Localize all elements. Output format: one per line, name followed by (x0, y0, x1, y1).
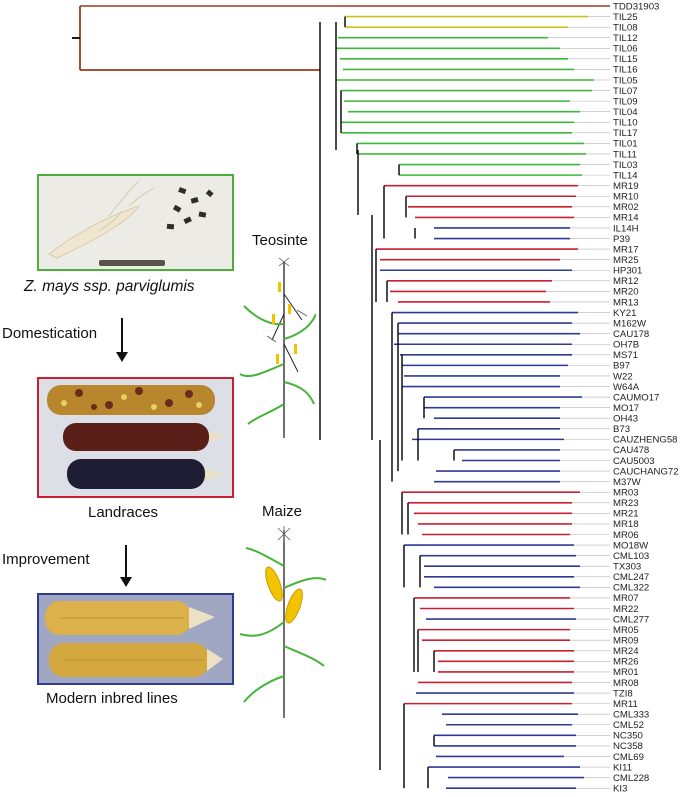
tip-label-b97: B97 (613, 361, 630, 372)
tip-label-nc350: NC350 (613, 731, 643, 742)
landraces-photo (37, 377, 234, 498)
tip-label-mo17: MO17 (613, 403, 639, 414)
tip-label-mr23: MR23 (613, 498, 639, 509)
tip-label-ki11: KI11 (613, 762, 632, 773)
tip-label-cml322: CML322 (613, 583, 649, 594)
tip-label-mr01: MR01 (613, 667, 639, 678)
tip-label-til04: TIL04 (613, 107, 638, 118)
tip-label-mr02: MR02 (613, 202, 639, 213)
tip-label-til14: TIL14 (613, 170, 638, 181)
tip-label-til03: TIL03 (613, 160, 638, 171)
tip-label-cml228: CML228 (613, 773, 649, 784)
species-subspecies-text: ssp. parviglumis (83, 278, 195, 295)
tip-label-cauzheng58: CAUZHENG58 (613, 435, 678, 446)
tip-label-cau178: CAU178 (613, 329, 649, 340)
tip-label-mr17: MR17 (613, 244, 639, 255)
tip-label-til08: TIL08 (613, 22, 638, 33)
tip-label-mr11: MR11 (613, 699, 638, 710)
tip-label-mr25: MR25 (613, 255, 639, 266)
tip-label-mr10: MR10 (613, 192, 639, 203)
tip-label-mr06: MR06 (613, 530, 639, 541)
tip-label-mr05: MR05 (613, 625, 639, 636)
tip-label-mr14: MR14 (613, 213, 639, 224)
maize-plant-drawing (239, 526, 326, 718)
tip-label-cml247: CML247 (613, 572, 649, 583)
tip-label-til11: TIL11 (613, 149, 637, 160)
tip-label-caumo17: CAUMO17 (613, 392, 659, 403)
species-genus-text: Z. mays (24, 278, 80, 295)
tip-label-tx303: TX303 (613, 562, 641, 573)
tip-label-til01: TIL01 (613, 139, 638, 150)
tip-label-hp301: HP301 (613, 266, 642, 277)
modern-inbred-label: Modern inbred lines (46, 690, 178, 707)
tip-label-cml277: CML277 (613, 614, 649, 625)
tip-label-cau478: CAU478 (613, 445, 649, 456)
tip-label-oh7b: OH7B (613, 340, 639, 351)
tip-label-til15: TIL15 (613, 54, 638, 65)
improvement-label: Improvement (2, 551, 90, 568)
tip-label-cml52: CML52 (613, 720, 644, 731)
tip-label-tzi8: TZI8 (613, 688, 633, 699)
tip-label-til17: TIL17 (613, 128, 638, 139)
domestication-label: Domestication (2, 325, 98, 342)
tip-label-w64a: W64A (613, 382, 640, 393)
tip-label-til25: TIL25 (613, 12, 638, 23)
inbred-ears-image (45, 601, 223, 677)
tip-label-til10: TIL10 (613, 118, 638, 129)
tip-label-cml69: CML69 (613, 752, 644, 763)
teosinte-seed-photo (37, 174, 234, 271)
inbred-lines-photo (37, 593, 234, 685)
tip-label-til09: TIL09 (613, 96, 638, 107)
tip-label-mr07: MR07 (613, 593, 639, 604)
tip-label-mr26: MR26 (613, 657, 639, 668)
tip-label-mr24: MR24 (613, 646, 639, 657)
tip-label-ms71: MS71 (613, 350, 638, 361)
teosinte-seeds-image (48, 180, 214, 266)
tip-label-nc358: NC358 (613, 741, 643, 752)
tip-label-mr08: MR08 (613, 678, 639, 689)
tip-label-cml333: CML333 (613, 709, 649, 720)
tip-label-m162w: M162W (613, 318, 647, 329)
domestication-arrow (116, 318, 128, 362)
tip-label-mr03: MR03 (613, 488, 639, 499)
tip-label-cau5003: CAU5003 (613, 456, 655, 467)
tip-label-til07: TIL07 (613, 86, 638, 97)
tip-label-mr21: MR21 (613, 509, 639, 520)
tip-label-oh43: OH43 (613, 414, 638, 425)
improvement-arrow (120, 545, 132, 587)
landrace-ears-image (47, 385, 225, 489)
tip-label-til05: TIL05 (613, 75, 638, 86)
tip-label-mr22: MR22 (613, 604, 639, 615)
tip-label-ky21: KY21 (613, 308, 636, 319)
tip-label-mr12: MR12 (613, 276, 639, 287)
tip-label-w22: W22 (613, 371, 633, 382)
tip-label-mr19: MR19 (613, 181, 639, 192)
tip-label-ki3: KI3 (613, 783, 627, 794)
tip-label-til06: TIL06 (613, 44, 638, 55)
tip-label-cauchang72: CAUCHANG72 (613, 466, 679, 477)
tip-label-il14h: IL14H (613, 223, 639, 234)
tip-label-p39: P39 (613, 234, 630, 245)
tip-label-mr09: MR09 (613, 636, 639, 647)
tip-label-b73: B73 (613, 424, 630, 435)
maize-label: Maize (262, 503, 303, 520)
tip-label-mo18w: MO18W (613, 540, 649, 551)
species-label: Z. mays ssp. parviglumis (24, 278, 195, 296)
teosinte-plant-drawing (239, 257, 316, 438)
tip-label-cml103: CML103 (613, 551, 649, 562)
tip-label-mr18: MR18 (613, 519, 639, 530)
tip-label-tdd31903: TDD31903 (613, 1, 659, 12)
tip-label-til12: TIL12 (613, 33, 638, 44)
teosinte-label: Teosinte (252, 232, 308, 249)
tip-label-til16: TIL16 (613, 65, 638, 76)
tip-label-m37w: M37W (613, 477, 642, 488)
tip-label-mr13: MR13 (613, 297, 639, 308)
landraces-label: Landraces (88, 504, 159, 521)
tip-label-mr20: MR20 (613, 287, 639, 298)
